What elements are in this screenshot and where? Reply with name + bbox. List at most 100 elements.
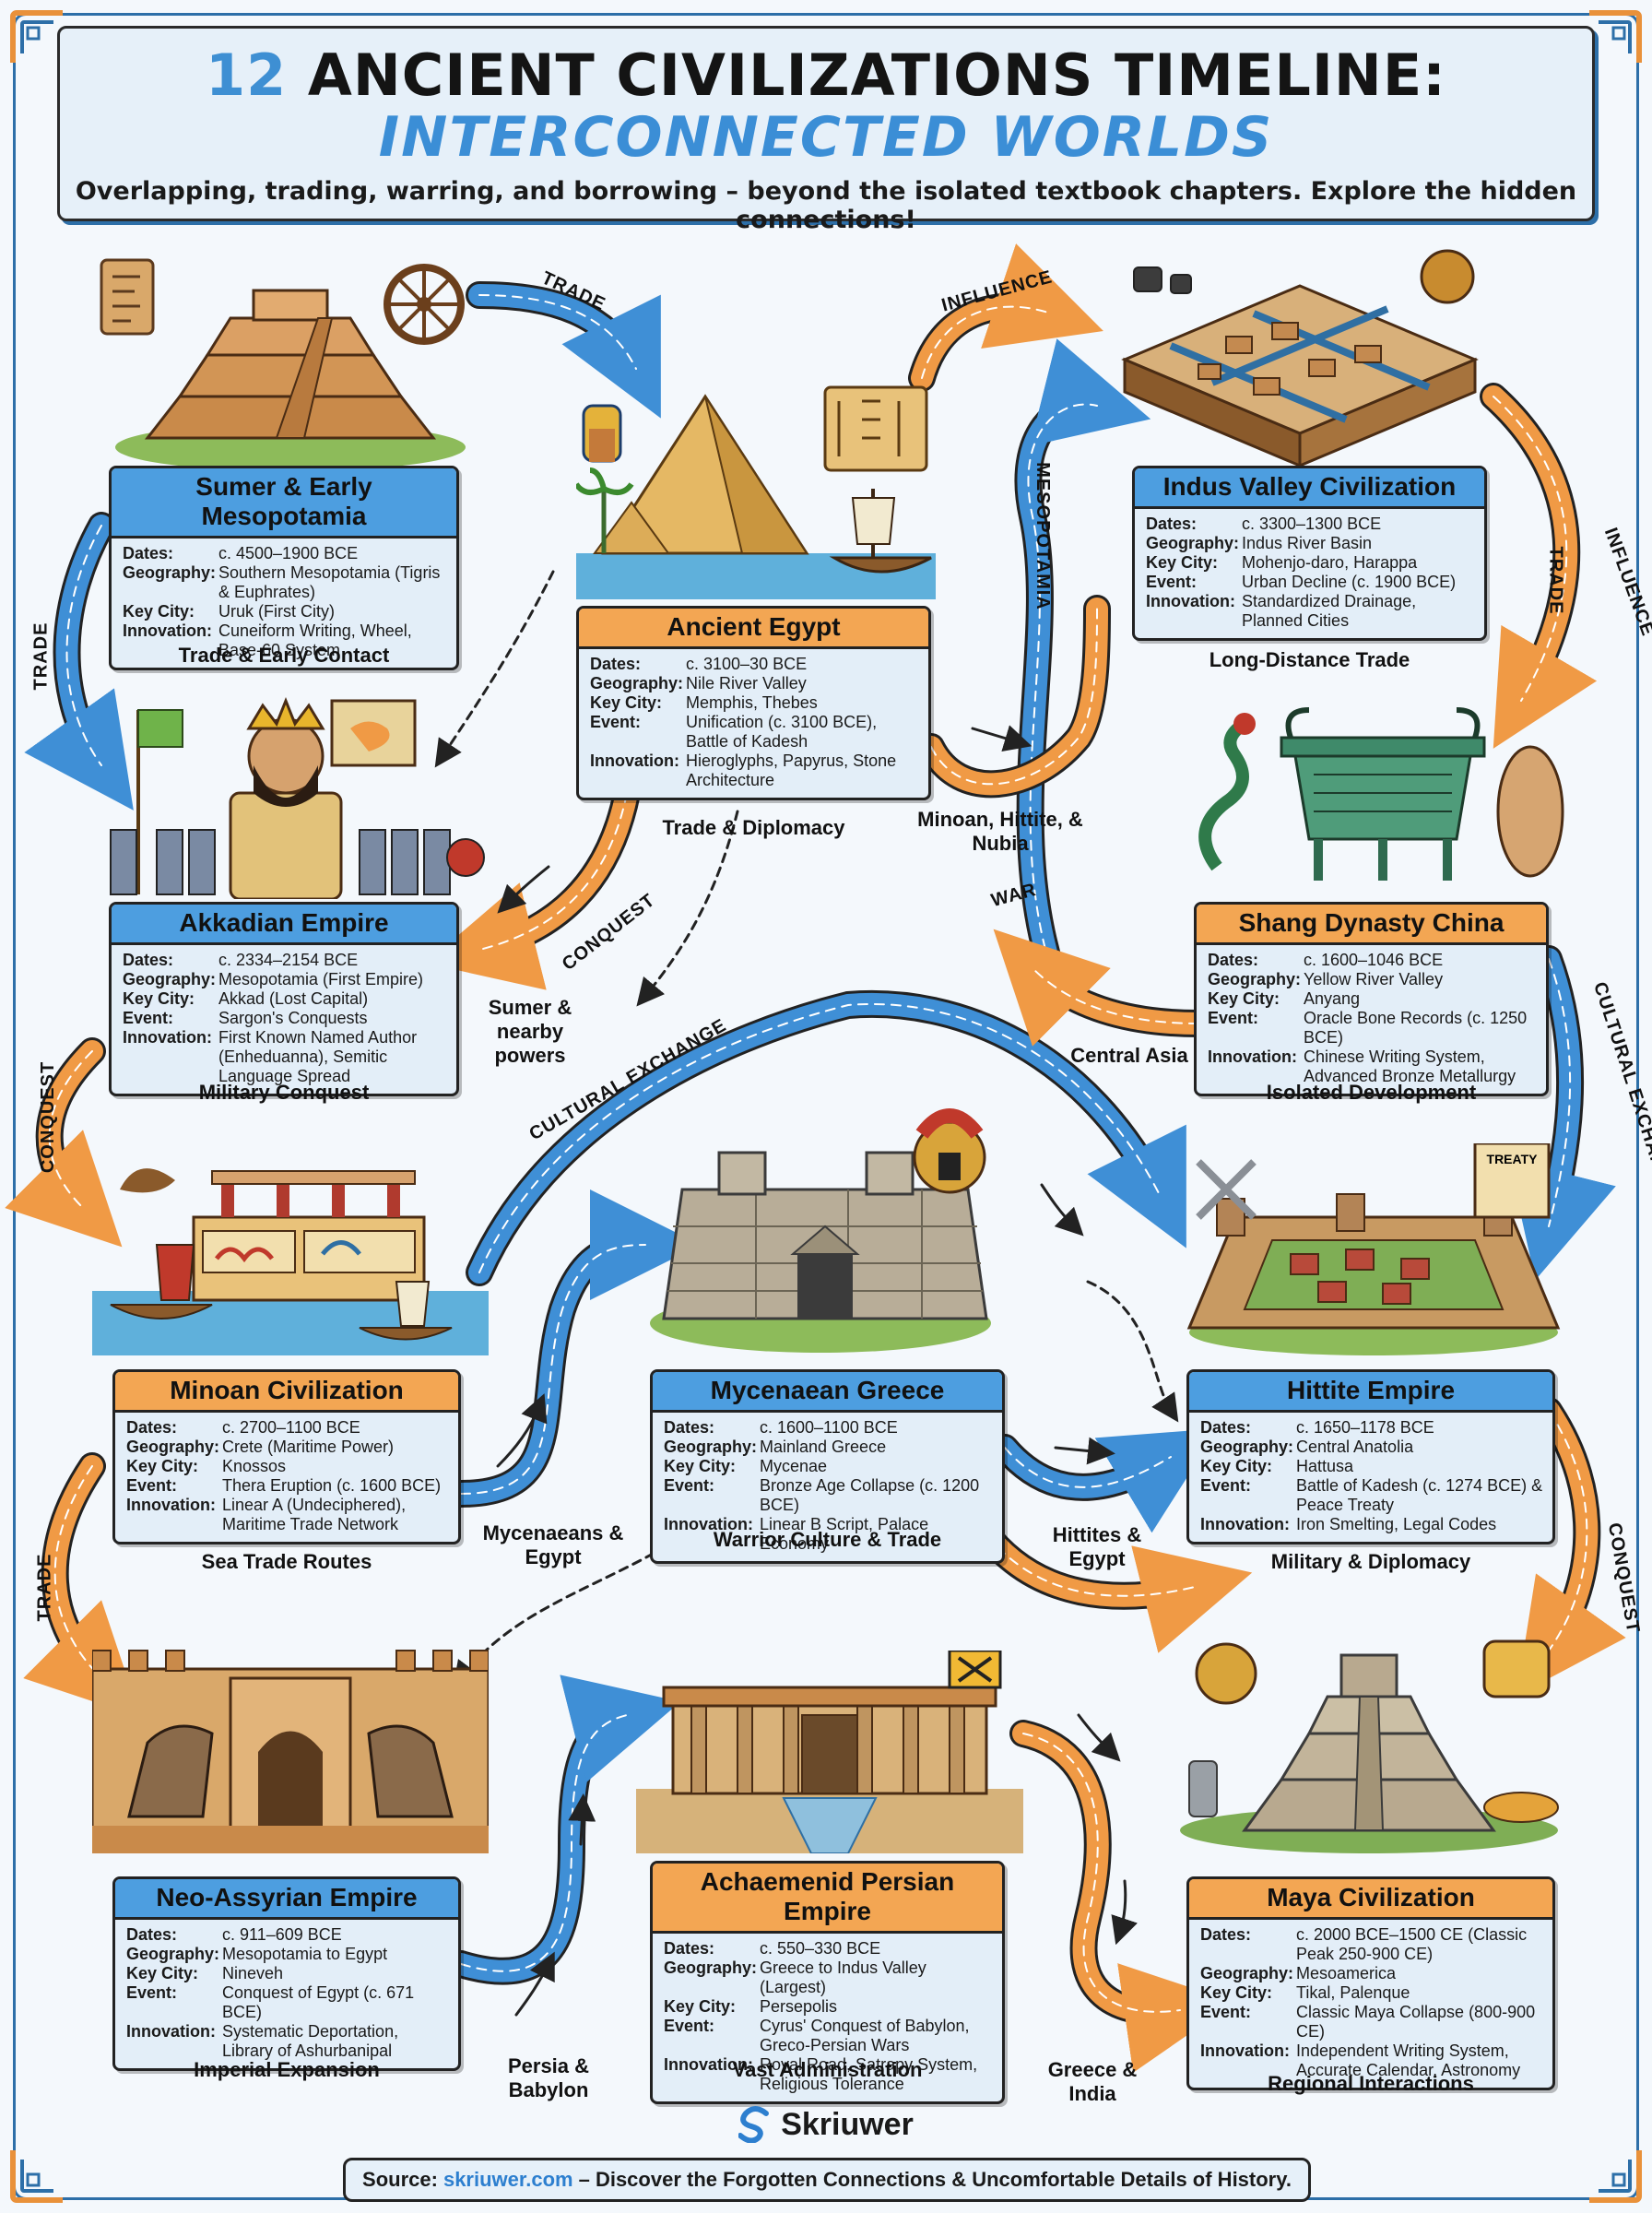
- info-value: c. 4500–1900 BCE: [218, 544, 359, 562]
- info-value: Systematic Deportation, Library of Ashur…: [222, 2022, 399, 2060]
- info-value: Nile River Valley: [686, 674, 807, 692]
- info-value: Tikal, Palenque: [1296, 1983, 1410, 2002]
- card-caption: Vast Administration: [732, 2058, 923, 2081]
- source-link[interactable]: skriuwer.com: [442, 2168, 573, 2191]
- info-row: Innovation: Hieroglyphs, Papyrus, Stone A…: [590, 751, 919, 790]
- info-value: c. 1600–1100 BCE: [760, 1418, 898, 1437]
- treaty-scroll-label: TREATY: [1487, 1152, 1539, 1166]
- info-row: Key City:Uruk (First City): [123, 602, 447, 621]
- info-value: Linear A (Undeciphered), Maritime Trade …: [222, 1496, 407, 1533]
- info-key: Dates:: [126, 1925, 178, 1944]
- info-value: Chinese Writing System, Advanced Bronze …: [1304, 1047, 1516, 1085]
- info-row: Event:Battle of Kadesh (c. 1274 BCE) & P…: [1200, 1476, 1543, 1515]
- info-value: Hieroglyphs, Papyrus, Stone Architecture: [686, 751, 897, 789]
- corner-ornament-icon: [7, 7, 72, 72]
- blue-road-minoan-mycenae: [447, 1189, 701, 1508]
- info-value: Akkad (Lost Capital): [218, 989, 369, 1008]
- title-text: ANCIENT CIVILIZATIONS TIMELINE:: [307, 41, 1446, 109]
- label-cultural-exchange-right: CULTURAL EXCHANGE: [1588, 979, 1652, 1200]
- info-key: Innovation:: [590, 751, 679, 770]
- card-title: Akkadian Empire: [112, 905, 456, 945]
- info-row: Key City: Anyang: [1208, 989, 1537, 1009]
- info-row: Dates:c. 1600–1046 BCE: [1208, 951, 1537, 970]
- brand-icon: [738, 2106, 770, 2143]
- mycenae-fortress-illustration: [645, 1106, 1014, 1355]
- info-row: Geography:Nile River Valley: [590, 674, 919, 693]
- info-value: Mesopotamia (First Empire): [218, 970, 424, 988]
- info-row: Geography:Central Anatolia: [1200, 1438, 1543, 1457]
- label-influence-top: INFLUENCE: [939, 266, 1056, 316]
- page-title-line2: INTERCONNECTED WORLDS: [378, 105, 1274, 170]
- card-title: Sumer & Early Mesopotamia: [112, 468, 456, 538]
- info-key: Innovation:: [123, 621, 212, 640]
- info-value: Royal Road, Satrapy System, Religious To…: [760, 2055, 978, 2093]
- info-row: Event:Oracle Bone Records (c. 1250 BCE): [1208, 1009, 1537, 1047]
- info-row: Key City:Akkad (Lost Capital): [123, 989, 447, 1009]
- info-row: Dates:c. 911–609 BCE: [126, 1925, 449, 1945]
- info-key: Geography:: [1146, 534, 1240, 552]
- info-value: Knossos: [222, 1457, 287, 1475]
- info-value: Thera Eruption (c. 1600 BCE): [222, 1476, 442, 1495]
- info-value: Iron Smelting, Legal Codes: [1296, 1515, 1497, 1533]
- info-key: Key City:: [1208, 989, 1280, 1008]
- card-caption: Military & Diplomacy: [1270, 1550, 1471, 1573]
- info-key: Geography:: [123, 563, 217, 582]
- akkadian-king-illustration: [101, 692, 489, 901]
- info-key: Dates:: [1200, 1925, 1252, 1944]
- info-key: Innovation:: [664, 2055, 753, 2074]
- info-row: Innovation:Chinese Writing System, Advan…: [1208, 1047, 1537, 1086]
- info-key: Event:: [664, 2017, 715, 2035]
- info-value: Crete (Maritime Power): [222, 1438, 395, 1456]
- blue-road-sumer-akkad: [24, 512, 134, 811]
- info-key: Dates:: [1146, 515, 1198, 533]
- info-value: c. 3100–30 BCE: [686, 655, 808, 673]
- blue-road-sumer-egypt: [466, 281, 661, 419]
- label-mesopotamia: MESOPOTAMIA: [1032, 462, 1053, 610]
- info-value: Mainland Greece: [760, 1438, 887, 1456]
- info-row: Dates:c. 2334–2154 BCE: [123, 951, 447, 970]
- card-body: Dates: c. 2000 BCE–1500 CE (Classic Peak …: [1189, 1920, 1552, 2088]
- corner-ornament-icon: [7, 2141, 72, 2206]
- ziggurat-illustration: [92, 240, 489, 471]
- info-row: Key City:Mohenjo-daro, Harappa: [1146, 553, 1475, 573]
- orange-road-shang-central-asia: [993, 929, 1212, 1047]
- relation-hittites-egypt: Hittites & Egypt: [1052, 1523, 1142, 1570]
- info-value: c. 2000 BCE–1500 CE (Classic Peak 250-90…: [1296, 1925, 1528, 1963]
- page-subtitle: Overlapping, trading, warring, and borro…: [75, 177, 1577, 234]
- info-key: Event:: [126, 1983, 178, 2002]
- info-value: Memphis, Thebes: [686, 693, 818, 712]
- info-key: Geography:: [664, 1959, 758, 1977]
- minoan-palace-illustration: [92, 1143, 489, 1355]
- info-row: Innovation:Cuneiform Writing, Wheel, Bas…: [123, 621, 447, 660]
- info-row: Geography:Southern Mesopotamia (Tigris &…: [123, 563, 447, 602]
- persepolis-illustration: [636, 1649, 1023, 1854]
- info-value: Anyang: [1304, 989, 1361, 1008]
- info-value: Sargon's Conquests: [218, 1009, 368, 1027]
- info-row: Innovation:Independent Writing System, A…: [1200, 2041, 1543, 2080]
- source-label: Source:: [362, 2168, 438, 2191]
- assyrian-gate-illustration: [90, 1641, 490, 1853]
- info-value: Mohenjo-daro, Harappa: [1242, 553, 1418, 572]
- info-value: Independent Writing System, Accurate Cal…: [1296, 2041, 1521, 2079]
- info-row: Geography:Greece to Indus Valley (Larges…: [664, 1959, 993, 1997]
- info-row: Geography:Indus River Basin: [1146, 534, 1475, 553]
- card-title: Achaemenid Persian Empire: [653, 1864, 1002, 1934]
- info-key: Event:: [1200, 2003, 1252, 2021]
- info-key: Event:: [590, 713, 642, 731]
- card-caption: Imperial Expansion: [194, 2058, 380, 2081]
- info-key: Dates:: [1208, 951, 1259, 969]
- info-row: Dates: c. 2000 BCE–1500 CE (Classic Peak …: [1200, 1925, 1543, 1964]
- label-war: WAR: [988, 879, 1039, 912]
- hittite-city-illustration: TREATY: [1180, 1142, 1567, 1355]
- label-conquest-right: CONQUEST: [1603, 1521, 1644, 1636]
- info-key: Event:: [1200, 1476, 1252, 1495]
- info-key: Innovation:: [123, 1028, 212, 1047]
